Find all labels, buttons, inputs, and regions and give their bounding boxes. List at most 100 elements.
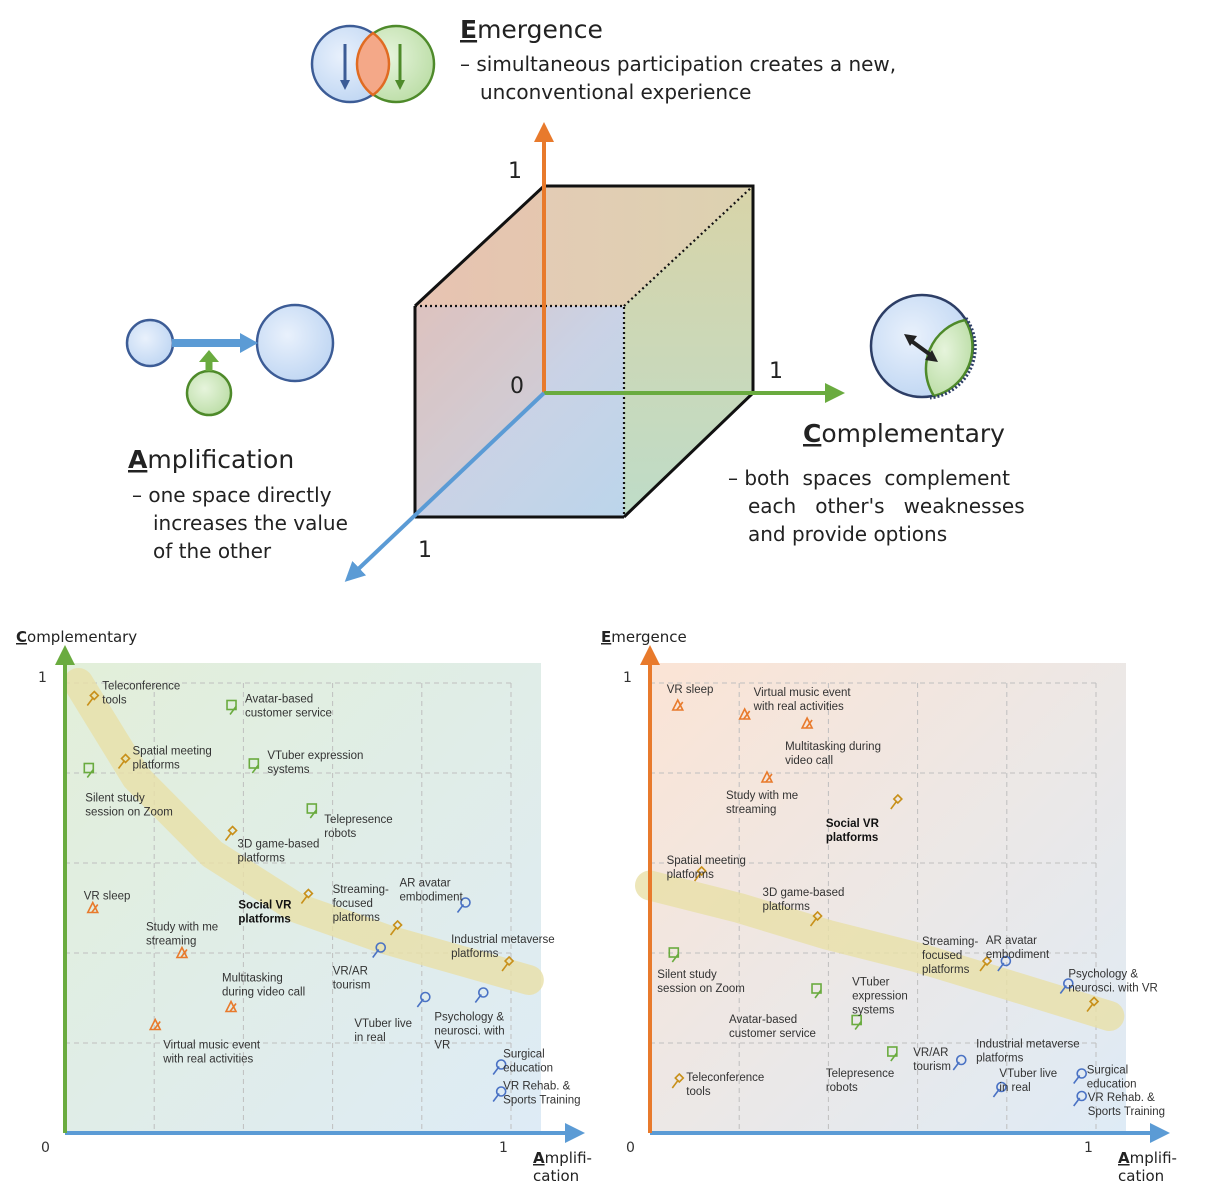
tick-origin: 0: [626, 1140, 635, 1156]
trend-band: [635, 870, 1125, 1031]
point-label: with real activities: [753, 701, 844, 713]
data-point: VR/AR tourism: [333, 942, 387, 992]
x-axis-title: Amplifi-: [1118, 1149, 1177, 1167]
marker-stem: [671, 953, 679, 963]
point-label: AR avatar: [399, 878, 450, 890]
point-label: Avatar-based: [245, 694, 313, 706]
marker-stem: [501, 962, 509, 972]
marker-square: [306, 803, 318, 814]
marker-stem: [229, 706, 237, 715]
point-label: Industrial metaverse: [451, 934, 555, 946]
marker-stem: [300, 895, 309, 904]
point-label: VR/AR: [333, 966, 368, 978]
marker-circle: [495, 1086, 507, 1097]
marker-stem: [890, 800, 898, 810]
point-label: VTuber: [852, 977, 889, 989]
point-label: platforms: [333, 912, 381, 924]
point-label: robots: [826, 1082, 858, 1094]
marker-stem: [814, 989, 822, 999]
point-label: education: [503, 1063, 553, 1075]
point-label: in real: [354, 1032, 385, 1044]
point-label: focused: [333, 898, 373, 910]
marker-stem: [676, 701, 684, 711]
point-label: Surgical: [503, 1049, 545, 1061]
tick-x-one: 1: [1084, 1140, 1093, 1156]
point-label: Surgical: [1087, 1065, 1129, 1077]
marker-diamond: [227, 825, 238, 836]
marker-stem: [229, 1003, 237, 1012]
marker-circle: [955, 1054, 967, 1066]
complementary-icon: [869, 293, 977, 400]
marker-stem: [91, 904, 99, 913]
data-point: Streaming-focused platforms: [333, 884, 403, 936]
point-label: Study with me: [146, 922, 218, 934]
point-label: platforms: [976, 1053, 1024, 1065]
point-label: 3D game-based: [763, 887, 845, 899]
marker-square: [851, 1014, 862, 1026]
marker-stem: [809, 917, 818, 927]
data-point: Teleconference tools: [86, 681, 180, 707]
amplification-desc-line1: – one space directly: [132, 483, 332, 507]
marker-triangle: [148, 1017, 162, 1031]
marker-diamond: [89, 690, 100, 701]
marker-circle: [420, 991, 431, 1003]
marker-circle: [375, 942, 387, 953]
marker-diamond: [120, 753, 131, 764]
marker-square: [887, 1046, 898, 1057]
point-label: Virtual music event: [163, 1040, 261, 1052]
y-axis-title: Emergence: [601, 628, 687, 646]
tick-y-one: 1: [623, 670, 632, 686]
cube-edges: [413, 184, 755, 519]
marker-stem: [153, 1021, 161, 1030]
emergence-title: Emergence: [460, 15, 603, 44]
point-label: Silent study: [657, 969, 717, 981]
amplification-one-label: 1: [418, 538, 432, 563]
point-label: platforms: [451, 948, 499, 960]
point-label: tools: [102, 695, 127, 707]
point-label: streaming: [146, 936, 197, 948]
data-point: VR Rehab. &Sports Training: [492, 1081, 581, 1107]
marker-circle: [478, 987, 489, 998]
emergence-desc-line1: – simultaneous participation creates a n…: [460, 52, 896, 76]
marker-stem: [180, 949, 188, 958]
point-label: systems: [267, 764, 309, 776]
marker-diamond: [392, 919, 403, 931]
marker-triangle: [175, 945, 189, 959]
point-label: Teleconference: [102, 681, 180, 693]
point-label: Sports Training: [1088, 1106, 1165, 1118]
point-label: neurosci. with VR: [1068, 983, 1157, 995]
point-label: tourism: [333, 980, 371, 992]
marker-stem: [86, 769, 94, 778]
point-label: Sports Training: [503, 1095, 580, 1107]
marker-stem: [389, 926, 398, 936]
point-label: VR: [434, 1040, 450, 1052]
marker-stem: [671, 1079, 679, 1089]
data-point: Psychology &neurosci. with VR: [1059, 969, 1158, 995]
complementary-desc-line2: each other's weaknesses: [748, 494, 1025, 518]
marker-stem: [309, 809, 317, 819]
point-label: Psychology &: [434, 1012, 504, 1024]
marker-triangle: [738, 707, 751, 720]
marker-stem: [890, 1052, 898, 1062]
emergence-icon: [310, 24, 436, 104]
complementary-one-label: 1: [769, 359, 783, 384]
point-label: Streaming-: [333, 884, 389, 896]
point-label: platforms: [826, 832, 878, 844]
marker-triangle: [86, 900, 100, 914]
data-point: Study with me streaming: [146, 922, 218, 959]
marker-diamond: [696, 865, 707, 877]
point-label: Silent study: [85, 793, 145, 805]
